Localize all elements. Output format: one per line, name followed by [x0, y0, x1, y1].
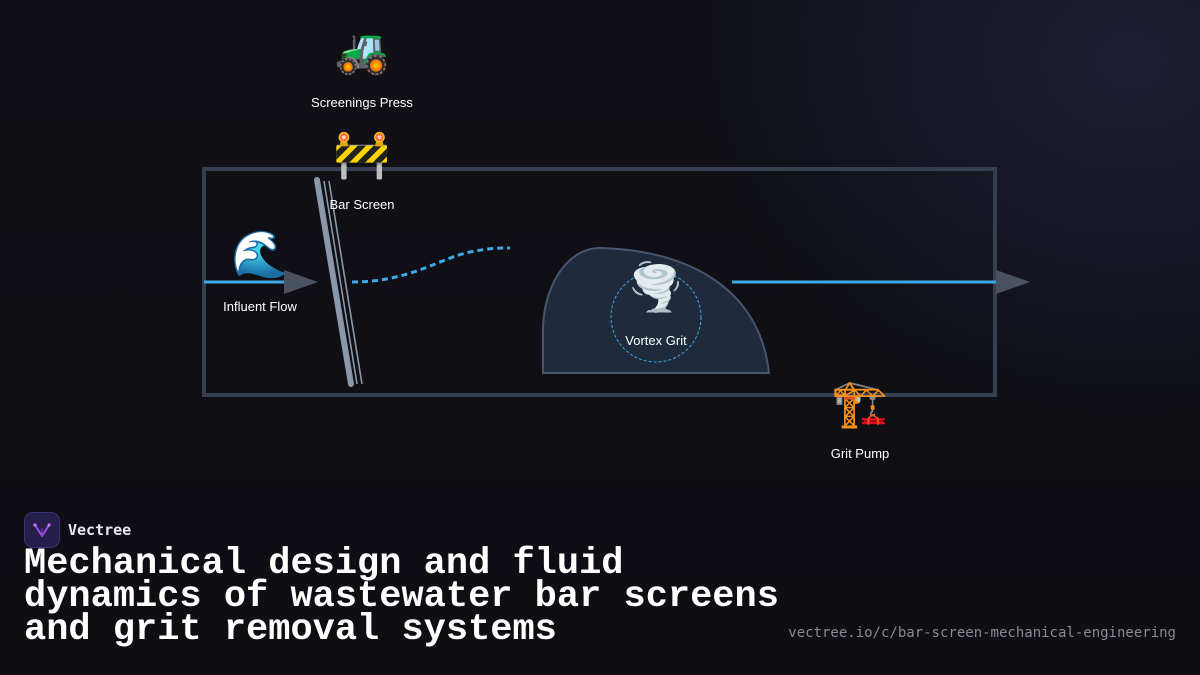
tractor-icon: 🚜	[334, 26, 390, 77]
vectree-logo-icon	[24, 512, 60, 548]
brand: Vectree	[24, 512, 131, 548]
construction-barrier-icon: 🚧	[333, 127, 391, 181]
tornado-icon: 🌪️	[627, 260, 685, 314]
brand-name: Vectree	[68, 521, 132, 539]
influent-flow-label: Influent Flow	[223, 299, 297, 314]
grit-pump-label: Grit Pump	[830, 446, 890, 461]
screened-flow-line	[351, 246, 511, 284]
vortex-grit-chamber	[542, 246, 771, 374]
influent-arrow	[284, 270, 318, 294]
bar-screen-bars	[314, 177, 363, 387]
crane-icon: 🏗️	[831, 376, 889, 430]
screenings-press-label: Screenings Press	[311, 95, 413, 110]
bar-screen-label: Bar Screen	[329, 197, 395, 212]
water-wave-icon: 🌊	[231, 227, 289, 281]
effluent-arrow	[996, 270, 1030, 294]
page-title: Mechanical design and fluid dynamics of …	[24, 543, 779, 651]
vortex-grit-label: Vortex Grit	[625, 333, 687, 348]
vortex-swirl-outline	[610, 271, 702, 363]
source-url: vectree.io/c/bar-screen-mechanical-engin…	[788, 625, 1176, 641]
